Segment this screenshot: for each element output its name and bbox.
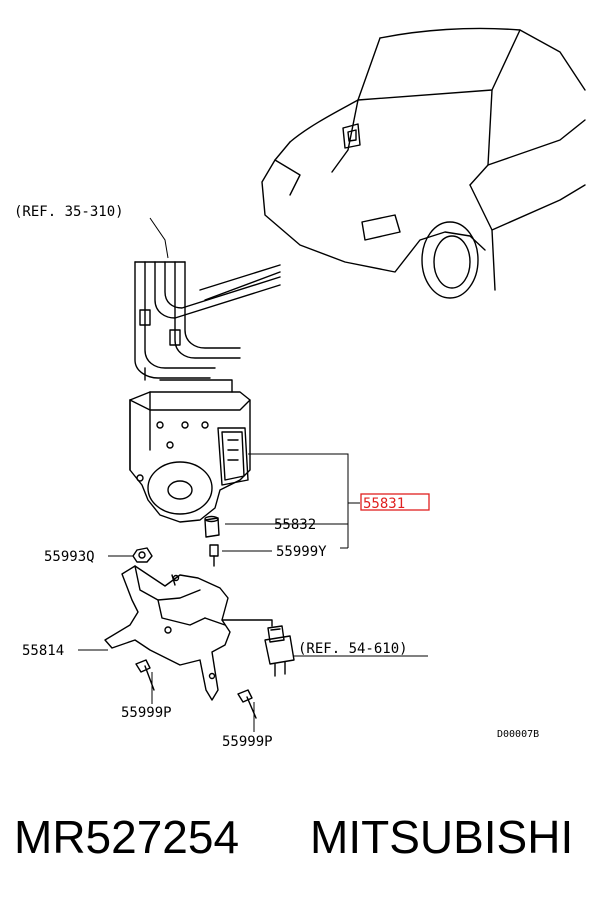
- bolt-p-bottom-part: [237, 689, 257, 719]
- abs-hydraulic-unit: [129, 391, 251, 523]
- ref-label-brake-lines: (REF. 35-310): [14, 204, 124, 220]
- drawing-code: D00007B: [497, 729, 539, 740]
- mounting-bracket: [104, 565, 231, 701]
- callout-bolt-y: 55999Y: [276, 544, 327, 560]
- bushing-part: [204, 515, 220, 538]
- callout-nut: 55993Q: [44, 549, 95, 565]
- sensor-part: [221, 619, 295, 677]
- part-number: MR527254: [14, 811, 239, 863]
- callout-bracket: 55814: [22, 643, 64, 659]
- bolt-y-part: [209, 544, 219, 567]
- nut-part: [132, 547, 153, 563]
- callout-bolt-p-left: 55999P: [121, 705, 172, 721]
- ref-label-sensor: (REF. 54-610): [298, 641, 408, 657]
- callout-lines-55831: [222, 453, 360, 552]
- callout-bushing: 55832: [274, 517, 316, 533]
- ref-leader-brake-lines: [149, 217, 169, 259]
- brake-lines: [134, 261, 281, 393]
- brand-name: MITSUBISHI: [310, 811, 573, 863]
- callout-bolt-p-bottom: 55999P: [222, 734, 273, 750]
- bolt-p-left-part: [135, 659, 155, 691]
- callout-highlight-box: [360, 493, 430, 511]
- car-illustration: [261, 27, 586, 299]
- callout-hydraulic-unit: 55831: [363, 496, 405, 512]
